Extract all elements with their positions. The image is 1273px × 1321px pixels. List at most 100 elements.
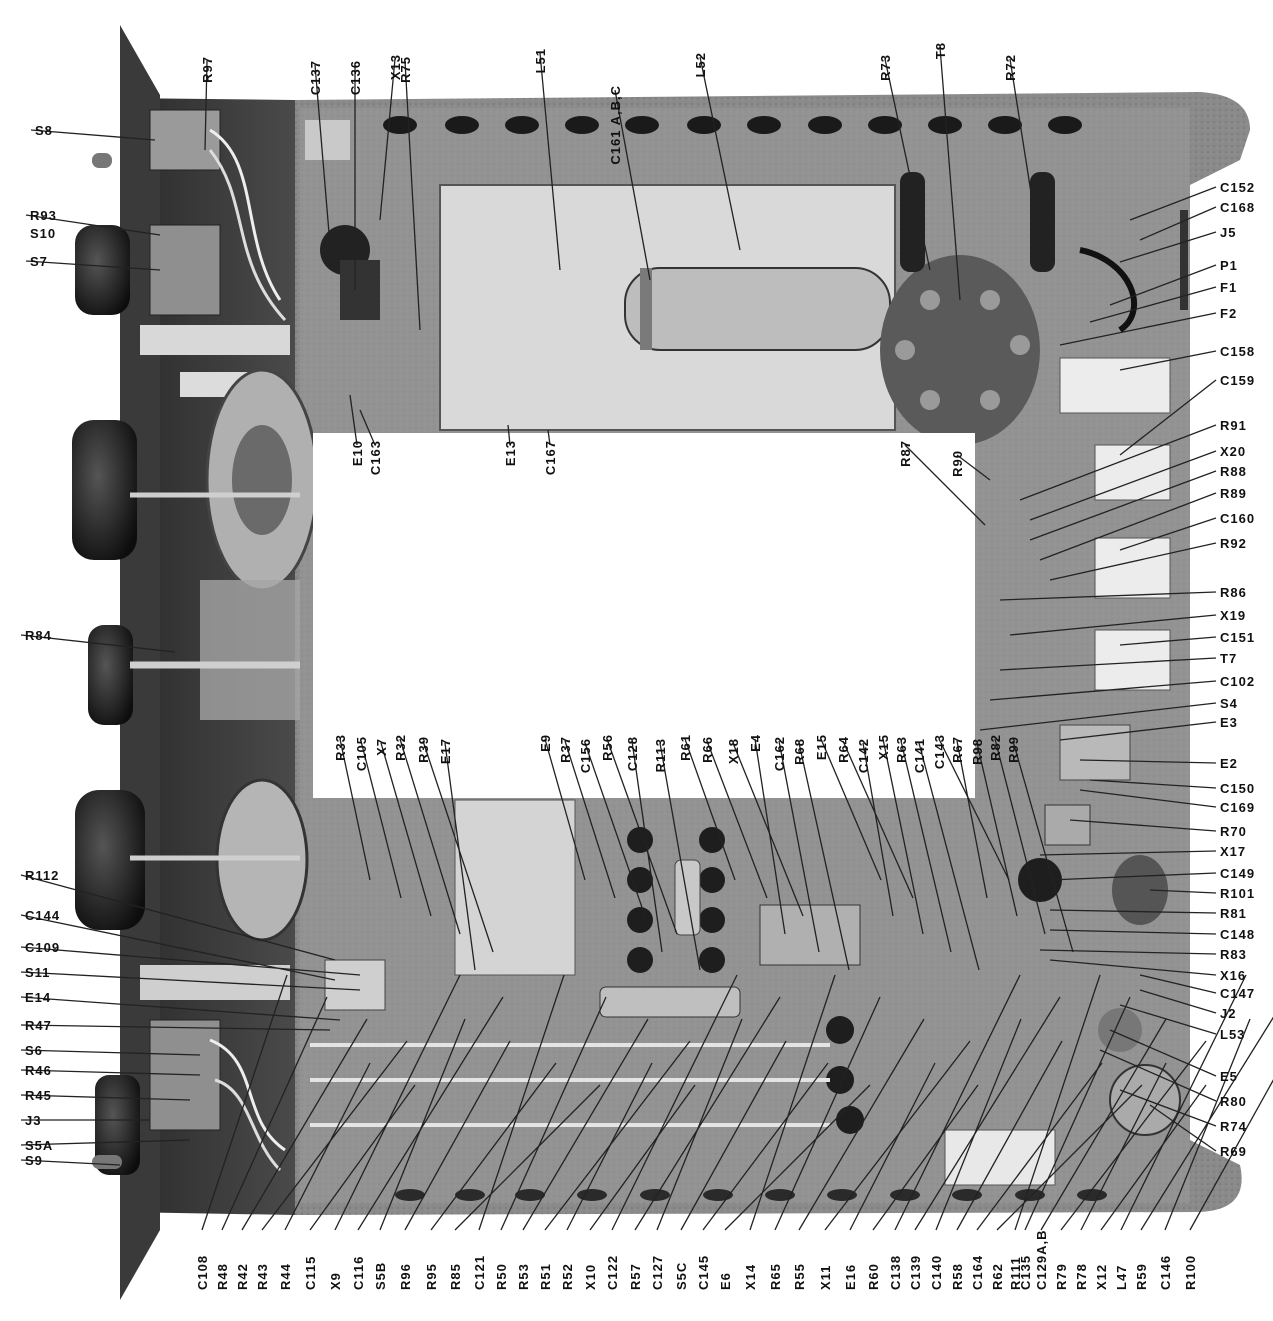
label-r72: R72: [1003, 54, 1018, 81]
leader-s6: [20, 1049, 201, 1056]
c135-can: [944, 1129, 1056, 1186]
leader-c168: [1139, 206, 1217, 241]
leader-s5a: [20, 1139, 191, 1146]
leader-r101: [1149, 889, 1217, 894]
leader-r89: [1039, 492, 1217, 561]
leader-s9: [20, 1159, 121, 1166]
leader-c149: [1049, 872, 1217, 881]
label-e5: E5: [1220, 1069, 1238, 1084]
label-l53: L53: [1220, 1027, 1245, 1042]
leader-r96: [404, 1040, 511, 1231]
leader-x19: [1009, 614, 1217, 636]
label-l47: L47: [1114, 1265, 1129, 1290]
leader-c162: [778, 740, 820, 953]
label-c146: C146: [1158, 1255, 1173, 1290]
label-r43: R43: [255, 1263, 270, 1290]
label-s8: S8: [35, 123, 53, 138]
label-r55: R55: [792, 1263, 807, 1290]
label-c147: C147: [1220, 986, 1255, 1001]
leader-r45: [20, 1094, 191, 1101]
label-c109: C109: [25, 940, 60, 955]
leader-c115: [309, 1084, 416, 1231]
leader-c146: [1164, 1018, 1251, 1231]
leader-c143: [938, 738, 1010, 881]
label-e13: E13: [503, 440, 518, 466]
label-j3: J3: [25, 1113, 41, 1128]
leader-r85: [454, 1084, 601, 1231]
vent-holes-bottom: [395, 1189, 1107, 1201]
label-c135: C135: [1018, 1255, 1033, 1290]
leader-r91: [1019, 424, 1217, 501]
label-r65: R65: [768, 1263, 783, 1290]
label-t8: T8: [933, 42, 948, 59]
leader-c151: [1119, 636, 1217, 646]
leader-e4: [754, 738, 786, 935]
label-c128: C128: [625, 736, 640, 771]
label-r84: R84: [25, 628, 52, 643]
leader-c102: [989, 680, 1217, 701]
leader-c167: [547, 429, 551, 446]
leader-e16: [849, 1062, 936, 1231]
label-x19: X19: [1220, 608, 1246, 623]
leader-r68: [798, 742, 850, 971]
leader-c159: [1119, 379, 1217, 456]
leader-r63: [900, 740, 952, 953]
leader-r80: [1099, 1049, 1217, 1102]
label-c169: C169: [1220, 800, 1255, 815]
leader-r64: [842, 740, 914, 899]
label-c158: C158: [1220, 344, 1255, 359]
leader-r100: [1189, 1079, 1273, 1231]
leader-c160: [1119, 517, 1217, 551]
label-c142: C142: [856, 738, 871, 773]
leader-x14: [749, 974, 836, 1231]
leader-e2: [1079, 759, 1217, 764]
label-x16: X16: [1220, 968, 1246, 983]
r73-resistor: [900, 172, 925, 272]
label-r42: R42: [235, 1263, 250, 1290]
leader-r98: [976, 742, 1018, 917]
leader-r32: [399, 738, 461, 935]
label-r52: R52: [560, 1263, 575, 1290]
label-x9: X9: [328, 1272, 343, 1290]
label-c141: C141: [912, 738, 927, 773]
label-s5c: S5C: [674, 1262, 689, 1290]
leader-c152: [1129, 186, 1217, 221]
leader-r57: [634, 996, 781, 1231]
label-c127: C127: [650, 1255, 665, 1290]
leader-e6: [724, 1084, 871, 1231]
leader-x10: [589, 1084, 696, 1231]
label-e3: E3: [1220, 715, 1238, 730]
label-c148: C148: [1220, 927, 1255, 942]
leader-s5c: [680, 1040, 787, 1231]
label-r85: R85: [448, 1263, 463, 1290]
label-r98: R98: [970, 738, 985, 765]
label-r97: R97: [200, 56, 215, 83]
leader-r99: [1012, 740, 1074, 953]
label-c140: C140: [929, 1255, 944, 1290]
label-r83: R83: [1220, 947, 1247, 962]
leader-c141: [918, 742, 980, 971]
leader-r90: [956, 454, 991, 481]
label-r75: R75: [398, 56, 413, 83]
label-x18: X18: [726, 738, 741, 764]
t8-pins: [895, 290, 1030, 410]
label-c163: C163: [368, 440, 383, 475]
label-r48: R48: [215, 1263, 230, 1290]
leader-e10: [349, 394, 358, 446]
label-r66: R66: [700, 736, 715, 763]
leader-c109: [20, 946, 361, 976]
label-r60: R60: [866, 1263, 881, 1290]
label-s11: S11: [25, 965, 50, 980]
leader-c164: [976, 1062, 1103, 1231]
label-c162: C162: [772, 736, 787, 771]
leader-r59: [1140, 1016, 1273, 1231]
label-c164: C164: [970, 1255, 985, 1290]
leader-r66: [706, 740, 768, 899]
label-r111: R111: [1008, 1256, 1023, 1290]
leader-r113: [659, 742, 701, 971]
leader-r81: [1049, 909, 1217, 914]
label-r51: R51: [538, 1263, 553, 1290]
label-s4: S4: [1220, 696, 1238, 711]
leader-c127: [656, 1018, 743, 1231]
